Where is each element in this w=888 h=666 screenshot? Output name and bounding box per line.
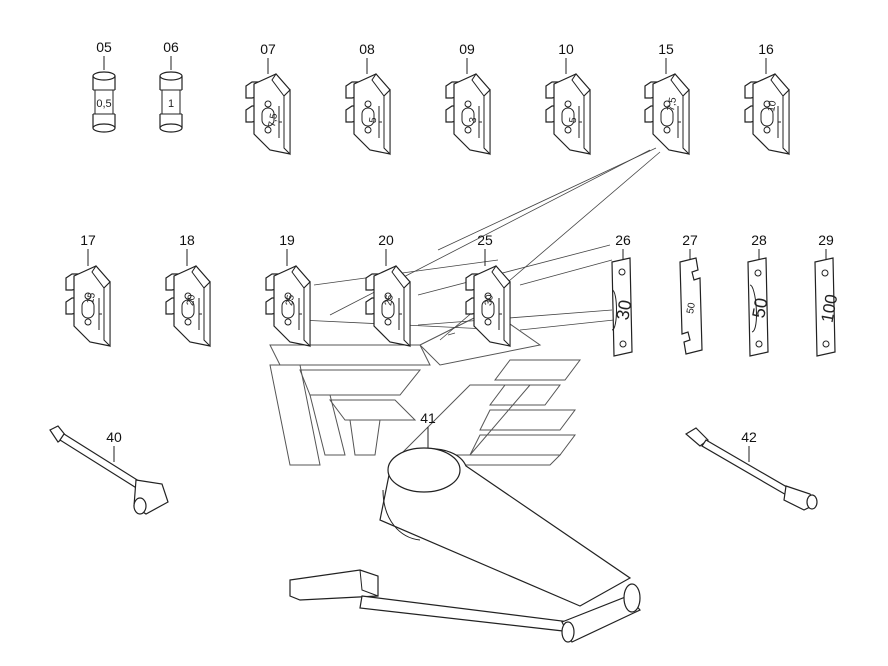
callout-label: 42 [741, 429, 757, 445]
callout-label: 18 [179, 232, 195, 248]
fuse-kit-box-41[interactable]: 41 [289, 410, 641, 643]
fuse-rating: 10 [766, 99, 779, 112]
callout-label: 08 [359, 41, 375, 57]
fuse-puller-42[interactable]: 42 [684, 427, 818, 511]
blade-fuse-25[interactable]: 25 30 [465, 232, 511, 347]
callout-label: 09 [459, 41, 475, 57]
strip-fuse-29[interactable]: 29 100 [814, 232, 842, 357]
callout-label: 25 [477, 232, 493, 248]
fuse-rating: 20 [185, 293, 198, 306]
strip-fuse-26[interactable]: 26 30 [611, 232, 636, 357]
fuse-rating: 1 [168, 98, 174, 110]
blade-fuse-17[interactable]: 17 15 [65, 232, 111, 347]
fuse-rating: 0,5 [96, 98, 111, 110]
fuse-rating: 25 [284, 293, 297, 306]
callout-label: 15 [658, 41, 674, 57]
watermark-logo [269, 309, 581, 466]
fuse-puller-40[interactable]: 40 [49, 425, 169, 515]
fuse-rating: 3 [468, 116, 480, 124]
blade-fuse-18[interactable]: 18 20 [165, 232, 211, 347]
glass-fuse-05[interactable]: 05 0,5 [92, 39, 116, 133]
strip-fuse-28[interactable]: 28 50 [747, 232, 772, 357]
callout-label: 28 [751, 232, 767, 248]
fuse-rating: 30 [612, 298, 635, 321]
callout-label: 17 [80, 232, 96, 248]
fuse-rating: 50 [685, 301, 698, 314]
fuse-rating: 30 [483, 293, 496, 306]
blade-fuse-16[interactable]: 16 10 [744, 41, 790, 155]
fuse-rating: 5 [368, 116, 380, 124]
fuse-rating: 5 [568, 116, 580, 124]
callout-label: 19 [279, 232, 295, 248]
blade-fuse-20[interactable]: 20 25 [365, 232, 411, 347]
blade-fuse-07[interactable]: 07 7,5 [245, 41, 291, 155]
callout-label: 06 [163, 39, 179, 55]
fuse-rating: 100 [818, 293, 842, 324]
callout-label: 29 [818, 232, 834, 248]
blade-fuse-15[interactable]: 15 7,5 [644, 41, 690, 155]
blade-fuse-09[interactable]: 09 3 [445, 41, 491, 155]
callout-label: 41 [420, 410, 436, 426]
glass-fuse-06[interactable]: 06 1 [159, 39, 183, 133]
fuse-rating: 25 [383, 293, 396, 306]
fuse-rating: 7,5 [267, 112, 280, 128]
blade-fuse-08[interactable]: 08 5 [345, 41, 391, 155]
callout-label: 27 [682, 232, 698, 248]
callout-label: 05 [96, 39, 112, 55]
callout-label: 10 [558, 41, 574, 57]
fuse-rating: 7,5 [666, 96, 679, 112]
fuse-rating: 50 [748, 296, 771, 319]
callout-label: 07 [260, 41, 276, 57]
callout-label: 16 [758, 41, 774, 57]
blade-fuse-19[interactable]: 19 25 [265, 232, 311, 347]
callout-label: 26 [615, 232, 631, 248]
fuse-rating: 15 [85, 291, 98, 304]
blade-fuse-10[interactable]: 10 5 [545, 41, 591, 155]
callout-label: 40 [106, 429, 122, 445]
strip-fuse-27[interactable]: 27 50 [679, 232, 703, 355]
callout-label: 20 [378, 232, 394, 248]
